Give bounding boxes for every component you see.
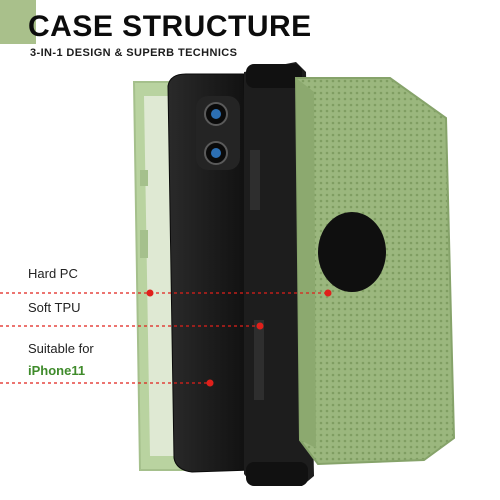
- pointer-dot: [256, 322, 264, 330]
- hard-pc-shell: [294, 77, 456, 466]
- page-title: CASE STRUCTURE: [28, 10, 312, 43]
- pointer-dot: [324, 289, 332, 297]
- callout-hard-pc: Hard PC: [28, 266, 78, 281]
- callout-soft-tpu: Soft TPU: [28, 300, 81, 315]
- callout-pointers: [0, 289, 332, 387]
- iphone-body: [167, 73, 253, 473]
- pointer-dot: [206, 379, 214, 387]
- callout-suitable-for: Suitable for: [28, 341, 94, 356]
- corner-accent: [0, 0, 36, 44]
- page-subtitle: 3-IN-1 DESIGN & SUPERB TECHNICS: [30, 47, 238, 59]
- pointer-dot: [146, 289, 154, 297]
- logo-cutout: [318, 212, 386, 292]
- callout-model: iPhone11: [28, 363, 86, 378]
